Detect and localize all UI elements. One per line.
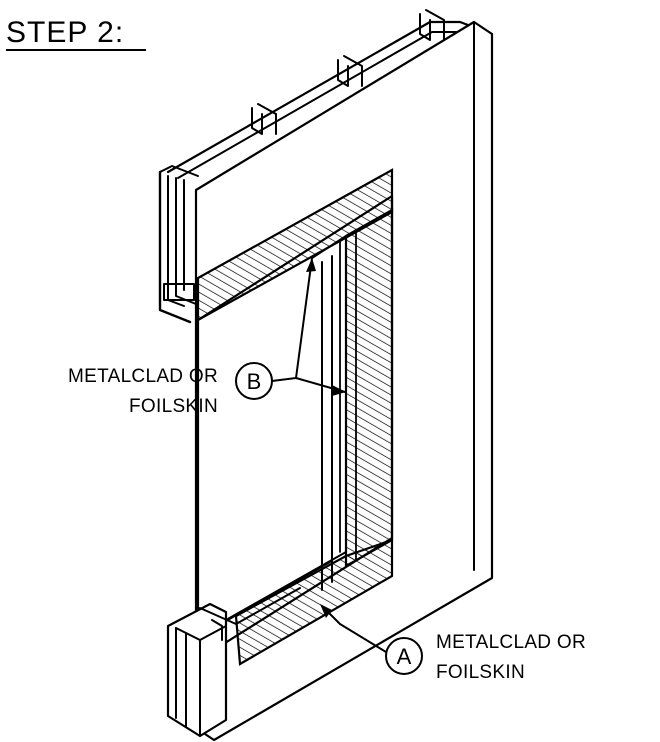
arrowhead-b-lower [332,385,346,396]
callout-a: A METALCLAD OR FOILSKIN [320,604,586,683]
lining-jamb-hatched [339,208,394,568]
arrowhead-a [320,604,332,618]
top-framing-channel [158,9,494,324]
callout-a-text-line1: METALCLAD OR [436,632,586,653]
arrowhead-b-upper [306,258,316,272]
step-title: STEP 2: [6,16,124,49]
opening-reveal [311,235,347,591]
callout-b: METALCLAD OR FOILSKIN B [68,257,346,417]
callout-a-circle [385,637,423,675]
callout-b-text-line2: FOILSKIN [129,396,218,417]
callout-b-text-line1: METALCLAD OR [68,366,218,387]
lining-sill-hatched [209,538,394,666]
callout-b-letter: B [247,369,262,394]
callout-a-text-line2: FOILSKIN [436,662,525,683]
callout-a-letter: A [397,644,412,669]
bottom-framing-channel [166,587,301,738]
